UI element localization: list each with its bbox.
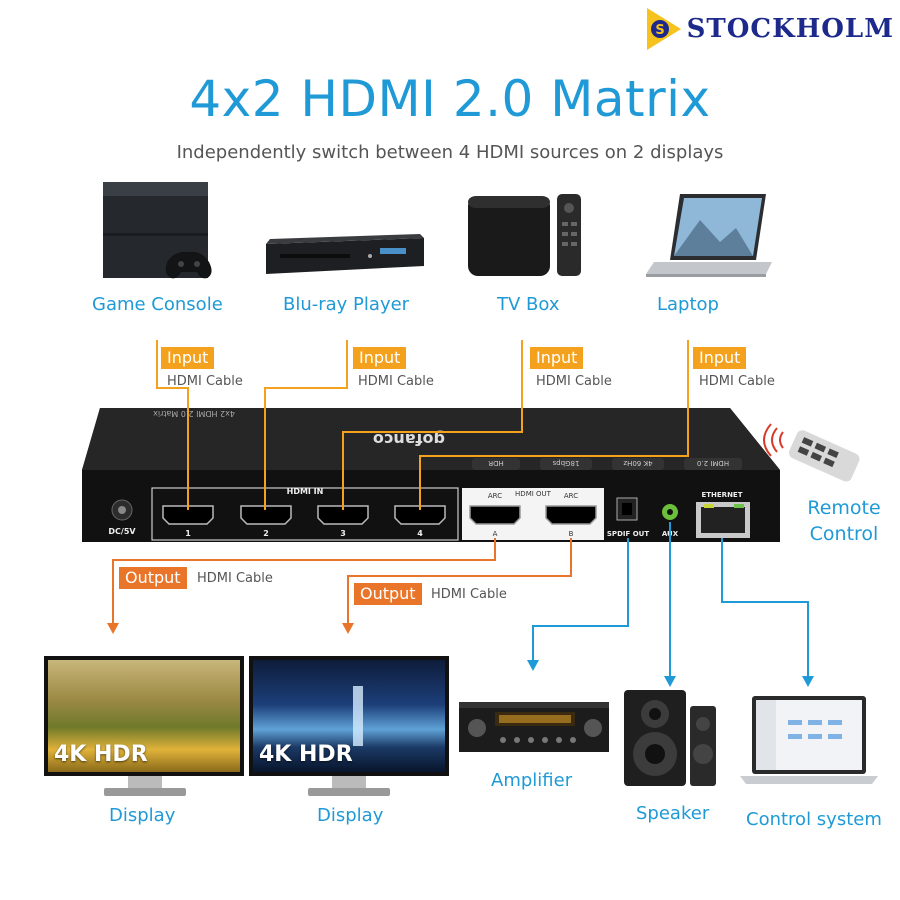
device-brand-text: gofanco	[373, 430, 445, 449]
display-1-hdr-text: 4K HDR	[54, 742, 148, 767]
badge-18gbps: 18Gbps	[552, 459, 579, 467]
device-model-text: 4x2 HDMI 2.0 Matrix	[153, 409, 235, 418]
input-tag-3: Input	[530, 347, 584, 369]
bluray-player-icon	[266, 234, 424, 274]
laptop-icon	[646, 194, 772, 277]
display-2-base	[308, 788, 390, 796]
input-tag-1: Input	[161, 347, 215, 369]
spdif-label: SPDIF OUT	[607, 530, 649, 538]
port-num-2: 2	[263, 529, 269, 538]
badge-hdr: HDR	[488, 459, 504, 467]
display-2-stand	[332, 776, 366, 788]
remote-label-line2: Control	[809, 523, 879, 545]
display-2-hdr-text: 4K HDR	[259, 742, 353, 767]
speaker-icon	[624, 690, 716, 786]
logo-letter: S	[655, 23, 664, 38]
source-label-laptop: Laptop	[657, 294, 719, 315]
display-2: 4K HDR	[249, 656, 449, 776]
port-num-4: 4	[417, 529, 423, 538]
arc-label-a: ARC	[488, 492, 502, 500]
hdmi-in-label: HDMI IN	[287, 487, 324, 496]
game-console-icon	[103, 182, 212, 279]
badge-4k60: 4K 60Hz	[623, 459, 652, 467]
output-cable-a: HDMI Cable	[197, 571, 273, 586]
hdmi-out-port-b[interactable]	[545, 505, 597, 525]
control-system-laptop-icon	[740, 696, 878, 784]
display-label-2: Display	[317, 805, 384, 826]
signal-waves-icon	[763, 423, 784, 457]
source-label-bluray: Blu-ray Player	[283, 294, 410, 315]
hdmi-out-port-a[interactable]	[469, 505, 521, 525]
hdmi-in-port-1[interactable]	[162, 505, 214, 525]
port-num-3: 3	[340, 529, 346, 538]
cable-label-2: HDMI Cable	[358, 374, 434, 389]
dc-label: DC/5V	[108, 527, 136, 536]
display-1-stand	[128, 776, 162, 788]
brand-logo: S STOCKHOLM	[645, 6, 894, 52]
source-label-tv-box: TV Box	[497, 294, 560, 315]
source-label-game-console: Game Console	[92, 294, 223, 315]
stockholm-logo-icon: S	[646, 8, 681, 50]
peripheral-label-speaker: Speaker	[636, 803, 710, 824]
port-num-1: 1	[185, 529, 191, 538]
cable-label-1: HDMI Cable	[167, 374, 243, 389]
ethernet-label: ETHERNET	[701, 491, 742, 499]
display-1-base	[104, 788, 186, 796]
hdmi-in-port-4[interactable]	[394, 505, 446, 525]
tv-box-icon	[468, 194, 581, 276]
output-tag-b: Output	[354, 583, 422, 605]
arc-label-b: ARC	[564, 492, 578, 500]
peripheral-label-control-system: Control system	[746, 809, 882, 830]
page-title: 4x2 HDMI 2.0 Matrix	[189, 70, 711, 128]
amplifier-icon	[459, 702, 609, 752]
logo-text: STOCKHOLM	[686, 14, 894, 44]
display-1: 4K HDR	[44, 656, 244, 776]
cable-label-4: HDMI Cable	[699, 374, 775, 389]
hdmi-in-port-2[interactable]	[240, 505, 292, 525]
remote-label: Remote Control	[794, 495, 894, 547]
badge-hdmi20: HDMI 2.0	[697, 459, 729, 467]
input-tag-4: Input	[693, 347, 747, 369]
port-out-b: B	[569, 530, 574, 538]
peripheral-label-amplifier: Amplifier	[491, 770, 573, 791]
input-tag-2: Input	[353, 347, 407, 369]
cable-label-3: HDMI Cable	[536, 374, 612, 389]
display-label-1: Display	[109, 805, 176, 826]
page-subtitle: Independently switch between 4 HDMI sour…	[176, 142, 724, 163]
hdmi-in-port-3[interactable]	[317, 505, 369, 525]
port-out-a: A	[493, 530, 498, 538]
remote-control-icon	[788, 430, 860, 482]
hdmi-out-label: HDMI OUT	[515, 490, 552, 498]
remote-label-line1: Remote	[807, 497, 881, 519]
output-tag-a: Output	[119, 567, 187, 589]
output-cable-b: HDMI Cable	[431, 587, 507, 602]
